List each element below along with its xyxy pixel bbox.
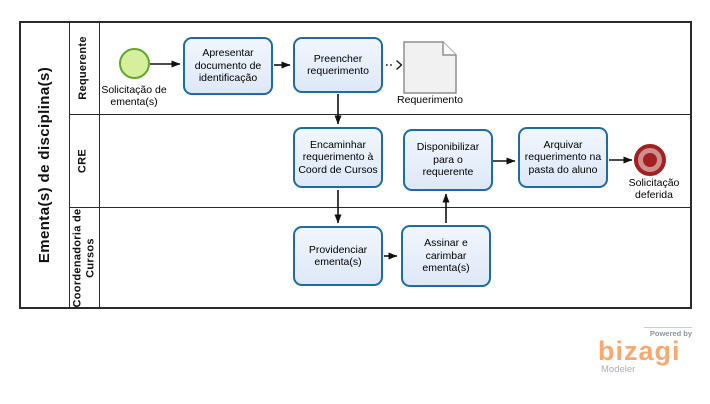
lane-cre-label-cell	[70, 115, 100, 207]
task-label: Arquivar requerimento na pasta do aluno	[524, 138, 602, 176]
task-providenciar-ementas[interactable]: Providenciar ementa(s)	[293, 226, 383, 286]
task-label: Assinar e carimbar ementa(s)	[422, 237, 470, 275]
task-label: Encaminhar requerimento à Coord de Curso…	[298, 138, 378, 176]
end-event-label: Solicitação deferida	[628, 177, 680, 201]
data-object-requerimento[interactable]	[403, 41, 457, 94]
task-label: Apresentar documento de identificação	[194, 47, 262, 85]
task-apresentar-documento[interactable]: Apresentar documento de identificação	[183, 37, 273, 95]
data-object-label: Requerimento	[397, 94, 463, 106]
task-label: Providenciar ementa(s)	[308, 243, 368, 269]
lane-coordenadoria-label: Coordenadoria de Cursos	[71, 208, 97, 308]
bizagi-logo: bizagi	[598, 336, 681, 366]
lane-requerente-label-cell	[70, 23, 100, 114]
lane-requerente-label: Requerente	[77, 36, 89, 100]
start-event-label: Solicitação de ementa(s)	[101, 84, 167, 108]
task-encaminhar-requerimento[interactable]: Encaminhar requerimento à Coord de Curso…	[293, 127, 383, 188]
modeler-text: Modeler	[601, 364, 636, 375]
task-preencher-requerimento[interactable]: Preencher requerimento	[293, 37, 383, 93]
start-event[interactable]	[119, 48, 150, 79]
task-arquivar-requerimento[interactable]: Arquivar requerimento na pasta do aluno	[518, 127, 608, 188]
end-event-core	[643, 153, 657, 167]
task-label: Disponibilizar para o requerente	[416, 141, 480, 179]
task-assinar-carimbar[interactable]: Assinar e carimbar ementa(s)	[401, 225, 491, 287]
lane-cre-label: CRE	[76, 148, 89, 174]
pool-title: Ementa(s) de disciplina(s)	[36, 66, 53, 264]
document-icon	[403, 41, 457, 94]
powered-by-text: Powered by	[644, 327, 692, 338]
lane-coordenadoria-label-cell	[70, 208, 100, 307]
bizagi-branding: Powered by bizagi Modeler	[598, 327, 692, 375]
pool	[19, 21, 70, 309]
end-event[interactable]	[634, 144, 666, 176]
task-disponibilizar[interactable]: Disponibilizar para o requerente	[403, 129, 493, 191]
task-label: Preencher requerimento	[307, 52, 369, 78]
